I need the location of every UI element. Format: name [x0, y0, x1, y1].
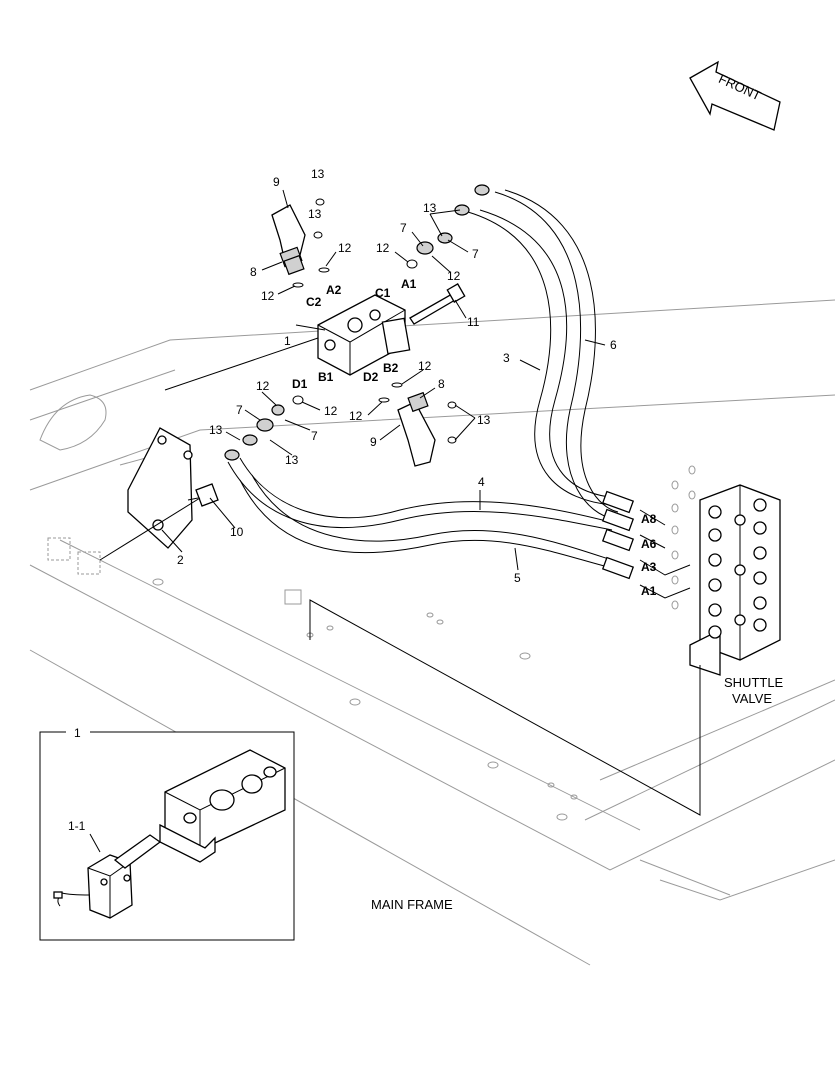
callout-13f: 13	[477, 413, 491, 427]
callout-10: 10	[230, 525, 244, 539]
front-direction-arrow: FRONT	[689, 60, 781, 131]
o-rings	[292, 198, 457, 444]
port-C1: C1	[375, 286, 391, 300]
port-C2: C2	[306, 295, 322, 309]
hose-3	[467, 209, 619, 506]
inset-detail: 1 1-1	[39, 726, 295, 941]
callout-13c: 13	[423, 201, 437, 215]
shuttle-valve-label-line1: SHUTTLE	[724, 675, 784, 690]
callout-13b: 13	[308, 207, 322, 221]
shuttle-valve	[309, 465, 781, 816]
callout-12h: 12	[418, 359, 432, 373]
port-A6: A6	[641, 537, 657, 551]
callout-7c: 7	[236, 403, 243, 417]
callout-12d: 12	[447, 269, 461, 283]
callout-3: 3	[503, 351, 510, 365]
callout-11: 11	[467, 315, 480, 329]
callout-7a: 7	[400, 221, 407, 235]
port-D1: D1	[292, 377, 308, 391]
callout-12g: 12	[349, 409, 363, 423]
main-frame-outline	[29, 299, 835, 966]
leader-lines	[99, 189, 606, 571]
bolt-11	[409, 283, 466, 325]
port-A3: A3	[641, 560, 657, 574]
callout-2: 2	[177, 553, 184, 567]
callout-12f: 12	[324, 404, 338, 418]
hose-4	[227, 457, 619, 531]
callout-6: 6	[610, 338, 617, 352]
main-frame-label: MAIN FRAME	[371, 897, 453, 912]
control-valve-block	[317, 294, 411, 376]
port-A2: A2	[326, 283, 342, 297]
callout-12a: 12	[338, 241, 352, 255]
hose-5	[239, 474, 619, 569]
callout-8b: 8	[438, 377, 445, 391]
adapter-fittings	[224, 184, 490, 461]
elbow-fitting-9-bottom	[397, 401, 436, 467]
callout-1: 1	[284, 334, 291, 348]
bracket	[127, 427, 193, 549]
callout-12e: 12	[256, 379, 270, 393]
callout-4: 4	[478, 475, 485, 489]
inset-solenoid	[53, 834, 162, 919]
callout-9b: 9	[370, 435, 377, 449]
callout-7b: 7	[472, 247, 479, 261]
callout-numbers: 1 2 3 4 5 6 7 7 7 7 8 8 9 9 10 11 12 12 …	[177, 167, 617, 585]
port-labels: A2 C2 C1 A1 B1 B2 D1 D2 A8 A6 A3 A1	[292, 277, 657, 598]
port-D2: D2	[363, 370, 379, 384]
shuttle-valve-ports	[708, 498, 767, 639]
callout-7d: 7	[311, 429, 318, 443]
port-A1: A1	[401, 277, 417, 291]
callout-5: 5	[514, 571, 521, 585]
port-A1-shuttle: A1	[641, 584, 657, 598]
callout-13e: 13	[285, 453, 299, 467]
port-B1: B1	[318, 370, 334, 384]
shuttle-valve-label-line2: VALVE	[732, 691, 772, 706]
callout-9a: 9	[273, 175, 280, 189]
callout-8a: 8	[250, 265, 257, 279]
inset-callout-1-1: 1-1	[68, 819, 86, 833]
callout-12b: 12	[261, 289, 275, 303]
hose-end-fittings	[601, 490, 635, 580]
callout-13d: 13	[209, 423, 223, 437]
port-A8: A8	[641, 512, 657, 526]
shuttle-dotted-ports	[671, 465, 696, 610]
inset-title: 1	[74, 726, 81, 740]
callout-13a: 13	[311, 167, 325, 181]
callout-12c: 12	[376, 241, 390, 255]
port-B2: B2	[383, 361, 399, 375]
hose-6	[494, 189, 619, 519]
